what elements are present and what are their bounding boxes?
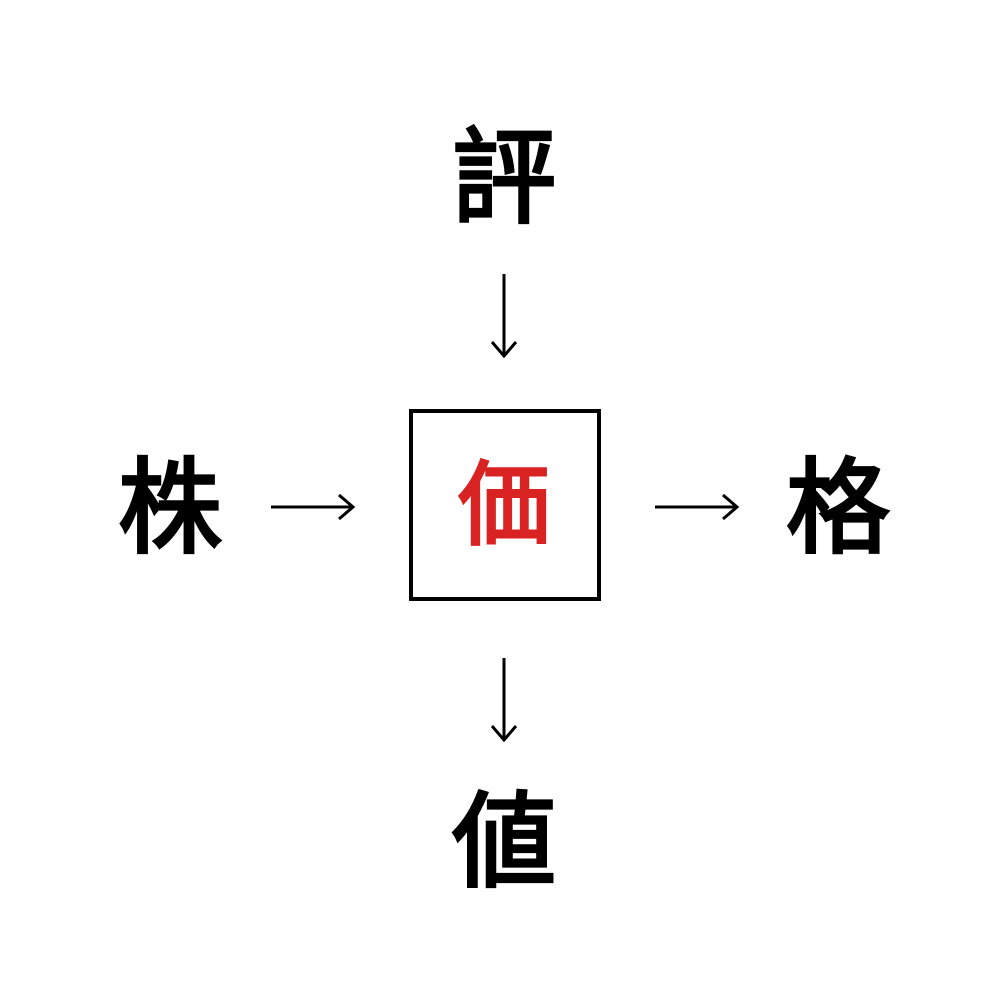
top-kanji: 評 xyxy=(451,117,556,239)
answer-kanji: 価 xyxy=(457,452,550,559)
bottom-kanji: 値 xyxy=(451,781,556,903)
answer-box xyxy=(409,409,601,601)
arrow-right-icon xyxy=(271,493,356,521)
arrow-down-icon xyxy=(490,658,518,743)
arrow-down-icon xyxy=(490,274,518,359)
left-kanji: 株 xyxy=(117,447,222,569)
arrow-right-icon xyxy=(655,493,740,521)
right-kanji: 格 xyxy=(785,447,890,569)
